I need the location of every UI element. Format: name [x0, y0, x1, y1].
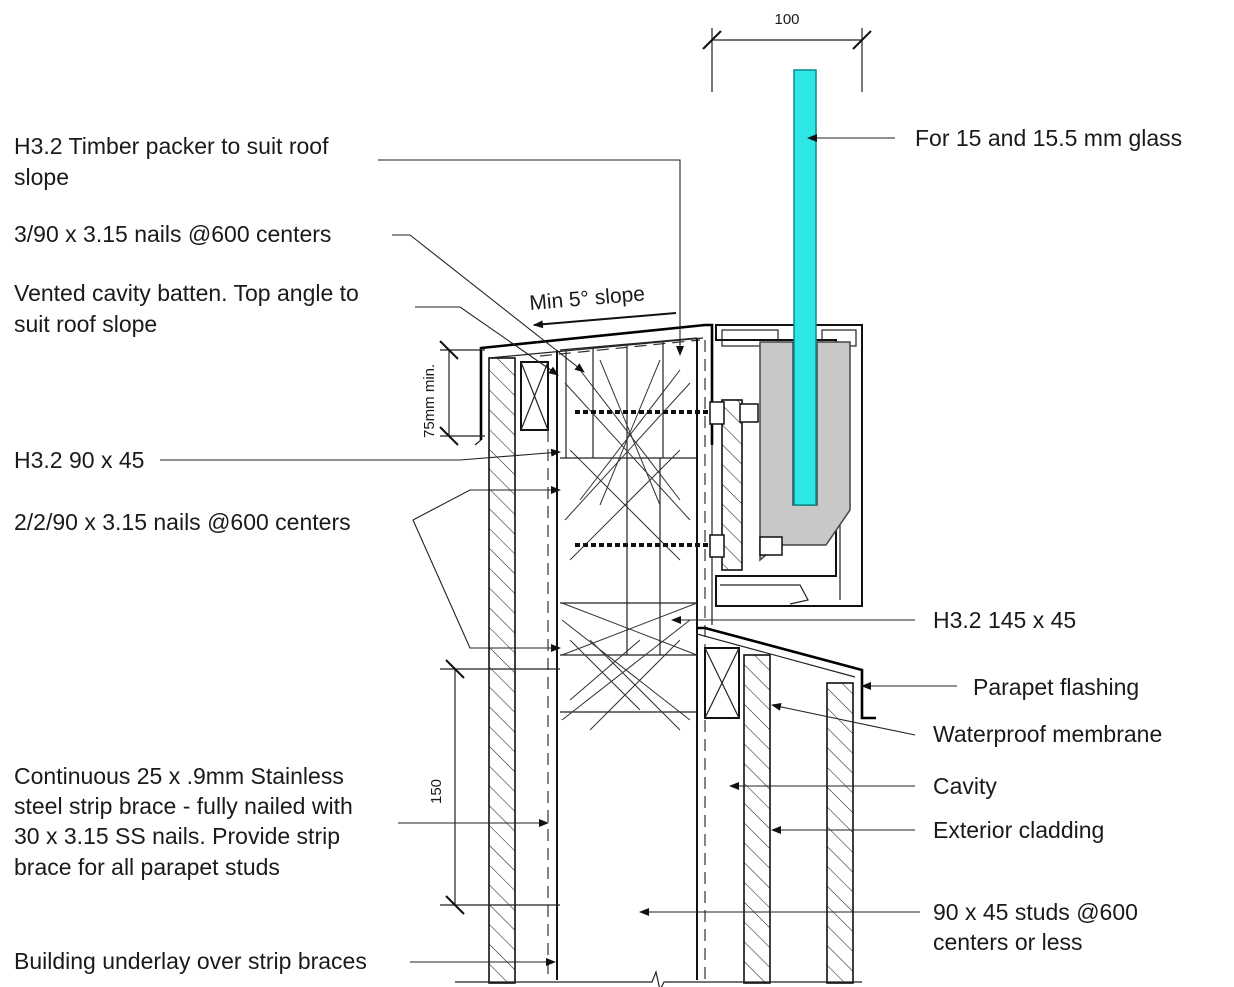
- interior-lining: [488, 357, 516, 984]
- label-strip-brace-3: 30 x 3.15 SS nails. Provide strip: [14, 823, 340, 849]
- label-vented-batten-2: suit roof slope: [14, 311, 157, 337]
- cap-dashed-line: [539, 339, 701, 357]
- label-strip-brace-1: Continuous 25 x .9mm Stainless: [14, 763, 344, 789]
- dimension-75mm: 75mm min.: [421, 340, 485, 446]
- upper-coach-screw: [575, 401, 759, 425]
- label-parapet-flashing: Parapet flashing: [973, 674, 1139, 700]
- flashing-inner: [696, 633, 856, 678]
- dimension-75mm-label: 75mm min.: [421, 364, 438, 438]
- parapet-structure: [455, 323, 876, 987]
- label-timber-packer-2: slope: [14, 164, 69, 190]
- exterior-cladding-1: [743, 654, 771, 984]
- parapet-flashing-lower: [697, 626, 876, 720]
- vented-cavity-batten: [520, 361, 549, 431]
- label-strip-brace-2: steel strip brace - fully nailed with: [14, 793, 353, 819]
- back-plate: [721, 399, 743, 571]
- callout-labels: H3.2 Timber packer to suit roof slope 3/…: [14, 125, 1182, 974]
- label-nails-3-90: 3/90 x 3.15 nails @600 centers: [14, 221, 331, 247]
- label-strip-brace-4: brace for all parapet studs: [14, 854, 280, 880]
- label-underlay: Building underlay over strip braces: [14, 948, 367, 974]
- label-vented-batten-1: Vented cavity batten. Top angle to: [14, 280, 359, 306]
- slope-label: Min 5° slope: [528, 282, 645, 315]
- label-exterior-cladding: Exterior cladding: [933, 817, 1104, 843]
- channel-drip: [720, 584, 809, 605]
- label-studs-2: centers or less: [933, 929, 1083, 955]
- lower-nail-crossings: [561, 619, 691, 731]
- break-line: [455, 969, 862, 987]
- glass-balustrade-assembly: [575, 69, 863, 607]
- leaders: [160, 134, 957, 966]
- label-studs-1: 90 x 45 studs @600: [933, 899, 1138, 925]
- dimension-150-label: 150: [428, 779, 445, 804]
- dimension-top-width: 100: [702, 11, 872, 92]
- label-h32-90x45: H3.2 90 x 45: [14, 447, 144, 473]
- lower-coach-screw: [575, 534, 783, 558]
- cap-drip-left: [474, 439, 482, 446]
- exterior-cladding-2: [826, 682, 854, 984]
- channel-lip-left: [721, 329, 779, 347]
- slope-indicator: Min 5° slope: [528, 282, 677, 329]
- lower-cavity-batten: [704, 647, 740, 719]
- glass-panel: [793, 69, 817, 506]
- upper-nail-crossings: [561, 359, 698, 656]
- label-cavity: Cavity: [933, 773, 997, 799]
- parapet-cap-flashing: [479, 323, 714, 445]
- parapet-cap-inner: [488, 337, 704, 359]
- label-h32-145x45: H3.2 145 x 45: [933, 607, 1076, 633]
- dimension-150: 150: [428, 659, 560, 915]
- dimension-100-label: 100: [774, 11, 799, 28]
- label-timber-packer-1: H3.2 Timber packer to suit roof: [14, 133, 329, 159]
- label-waterproof-membrane: Waterproof membrane: [933, 721, 1162, 747]
- label-nails-2-2-90: 2/2/90 x 3.15 nails @600 centers: [14, 509, 351, 535]
- upper-framing: [559, 337, 698, 713]
- label-glass: For 15 and 15.5 mm glass: [915, 125, 1182, 151]
